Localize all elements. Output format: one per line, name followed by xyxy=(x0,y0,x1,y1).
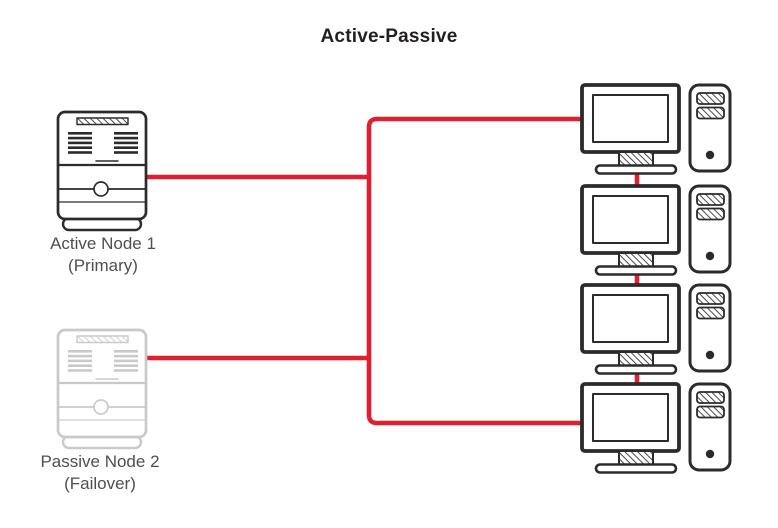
connection-lines xyxy=(144,116,640,426)
active-server-icon xyxy=(56,110,148,232)
server-vents xyxy=(68,350,138,372)
workstation-icon xyxy=(580,184,732,277)
diagram-title: Active-Passive xyxy=(320,26,458,47)
server-top-vent-strip xyxy=(76,117,129,126)
server-vents xyxy=(68,132,138,154)
workstation-icon xyxy=(580,83,732,176)
trunk-connection-line xyxy=(366,116,586,426)
active-node-label: Active Node 1 (Primary) xyxy=(20,233,186,277)
workstation-icon xyxy=(580,283,732,376)
workstation-icon xyxy=(580,382,732,475)
node-name: Passive Node 2 xyxy=(40,452,160,471)
passive-node-label: Passive Node 2 (Failover) xyxy=(16,451,184,495)
passive-server-icon xyxy=(56,328,148,450)
node-role: (Primary) xyxy=(68,256,138,275)
node-name: Active Node 1 xyxy=(50,234,156,253)
node-role: (Failover) xyxy=(64,474,136,493)
server-top-vent-strip xyxy=(76,335,129,344)
server-power-knob xyxy=(93,399,109,415)
server-power-knob xyxy=(93,181,109,197)
